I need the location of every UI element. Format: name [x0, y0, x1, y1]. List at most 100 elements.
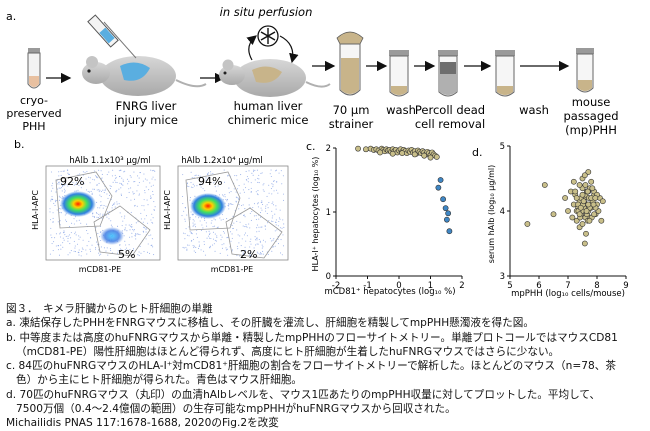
flow-event	[96, 184, 98, 186]
flow-event	[230, 203, 233, 205]
flow-event	[97, 207, 99, 209]
flow-event	[233, 222, 235, 224]
flow-event	[59, 211, 61, 214]
wash-tube-icon	[495, 50, 515, 97]
flow-event	[93, 170, 95, 172]
flow-event	[106, 193, 108, 195]
flow-event	[67, 240, 69, 242]
flow-event	[273, 180, 275, 182]
flow-event	[69, 243, 71, 245]
flow-event	[193, 246, 195, 249]
flow-event	[189, 197, 191, 199]
strainer-label-1: 70 μm	[333, 103, 370, 117]
data-point	[399, 150, 406, 157]
flow-event	[221, 194, 224, 196]
flow-event	[261, 172, 263, 174]
flow-event	[128, 191, 130, 193]
flow-event	[250, 187, 252, 189]
flow-event	[73, 250, 75, 252]
flow-event	[283, 223, 285, 225]
flow-event	[192, 183, 194, 185]
flow-event	[270, 175, 272, 178]
caption-b-line1: b. 中等度または高度のhuFNRGマウスから単離・精製したmpPHHのフローサ…	[6, 331, 618, 344]
flow-event	[102, 213, 104, 215]
flow-event	[213, 243, 215, 245]
flow-event	[99, 207, 101, 209]
flow-event	[245, 240, 247, 242]
flow-event	[186, 182, 189, 184]
flow-event	[200, 249, 202, 251]
flow-event	[114, 179, 116, 181]
flow-event	[62, 185, 64, 187]
data-point	[583, 230, 589, 237]
flow-event	[103, 205, 105, 207]
flow-event	[219, 252, 221, 254]
flow-event	[237, 234, 239, 236]
flow-event	[184, 238, 186, 240]
flow-event	[85, 178, 87, 180]
flow-event	[89, 248, 91, 250]
x-tick-label: -2	[332, 281, 340, 291]
flow-event	[143, 227, 145, 229]
data-point	[562, 195, 568, 201]
flow-event	[219, 217, 221, 219]
flow-event	[119, 212, 121, 214]
flow-event	[124, 240, 126, 242]
flow-event	[143, 173, 145, 175]
flow-event	[63, 230, 65, 232]
flow-event	[145, 186, 147, 188]
data-point	[435, 184, 442, 191]
flow-plot-1-upper-pct: 92%	[60, 175, 84, 188]
data-point	[433, 154, 440, 160]
flow-event	[148, 252, 151, 254]
flow-event	[183, 247, 185, 249]
flow-event	[248, 189, 250, 191]
flow-event	[261, 200, 263, 202]
flow-event	[129, 175, 131, 177]
flow-event	[153, 209, 155, 211]
flow-event	[120, 187, 122, 189]
flow-event	[146, 222, 149, 224]
flow-event	[70, 250, 72, 252]
flow-event	[80, 182, 82, 184]
flow-event	[209, 232, 211, 234]
flow-event	[262, 189, 264, 191]
flow-event	[109, 248, 111, 250]
flow-event	[124, 227, 126, 229]
flow-event	[198, 241, 200, 243]
flow-event	[73, 223, 75, 225]
flow-event	[214, 233, 216, 235]
flow-event	[236, 188, 239, 190]
flow-event	[140, 212, 142, 214]
flow-event	[280, 170, 282, 172]
flow-event	[231, 233, 233, 235]
flow-event	[243, 191, 245, 193]
flow-event	[135, 222, 137, 224]
flow-event	[92, 188, 94, 190]
flow-event	[132, 191, 134, 193]
flow-event	[275, 208, 277, 210]
data-point	[589, 185, 596, 192]
flow-event	[242, 204, 244, 206]
flow-event	[232, 228, 234, 230]
flow-event	[137, 233, 140, 235]
flow-event	[254, 169, 256, 172]
flow-event	[208, 176, 210, 178]
data-point	[599, 198, 606, 205]
flow-event	[272, 215, 274, 217]
data-point	[440, 196, 446, 203]
flow-event	[63, 231, 65, 233]
flow-event	[150, 234, 152, 236]
flow-event	[78, 238, 80, 240]
flow-event	[240, 245, 242, 247]
flow-event	[141, 205, 143, 207]
flow-event	[235, 196, 237, 198]
flow-event	[220, 234, 222, 236]
flow-event	[110, 220, 112, 222]
flow-event	[61, 190, 63, 192]
flow-event	[268, 219, 270, 222]
flow-event	[258, 238, 260, 241]
flow-event	[228, 205, 230, 207]
data-point	[446, 228, 453, 235]
